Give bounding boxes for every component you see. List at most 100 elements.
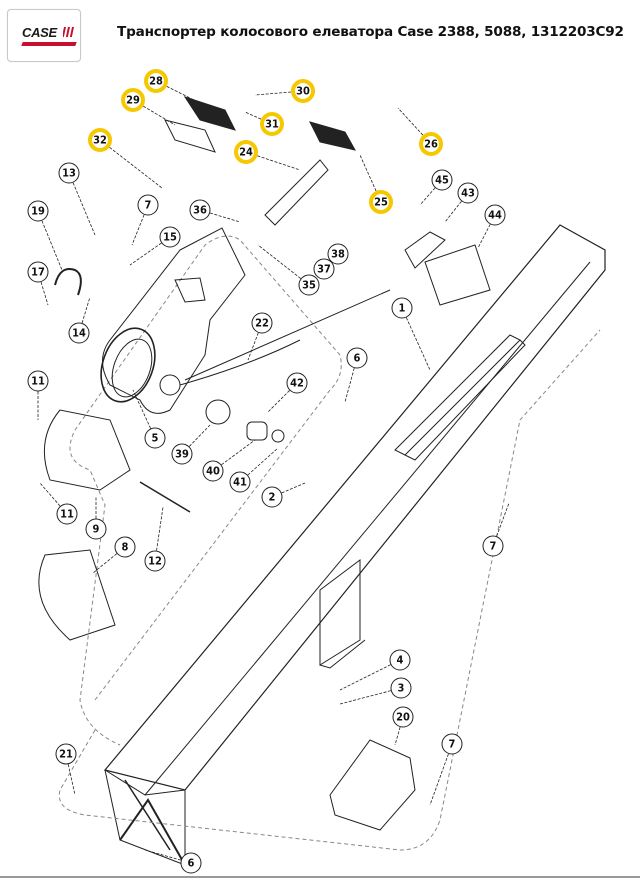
callout-label: 21: [59, 748, 73, 761]
callout-37: 37: [313, 258, 335, 280]
leader-line: [267, 390, 290, 413]
callout-circle: [327, 243, 349, 265]
bracket-44: [424, 244, 491, 306]
callout-circle: [144, 550, 166, 572]
callout-17: 17: [27, 261, 49, 306]
leader-line: [344, 368, 355, 403]
callout-circle: [56, 503, 78, 525]
leader-line: [209, 212, 241, 223]
callout-9: 9: [85, 496, 107, 540]
leader-line: [144, 849, 182, 861]
callout-label: 6: [188, 857, 195, 870]
callout-label: 11: [60, 508, 74, 521]
elevator-tube: [103, 224, 606, 866]
callout-label: 8: [122, 541, 129, 554]
leader-line: [247, 332, 259, 361]
leader-line: [92, 553, 118, 574]
leader-line: [244, 111, 262, 120]
leader-line: [131, 214, 145, 246]
callout-label: 6: [354, 352, 361, 365]
leader-line: [477, 224, 491, 249]
callout-label: 7: [449, 738, 456, 751]
callout-label: 19: [31, 205, 45, 218]
callout-label: 36: [193, 204, 207, 217]
callout-circle: [189, 199, 211, 221]
callout-circle: [261, 486, 283, 508]
leader-line: [444, 200, 462, 223]
leader-line: [41, 220, 63, 271]
callout-circle: [298, 274, 320, 296]
leader-line: [156, 506, 164, 551]
leader-line: [405, 317, 431, 371]
callout-label: 2: [269, 491, 276, 504]
callout-circle: [286, 372, 308, 394]
callout-circle: [251, 312, 273, 334]
callout-8: 8: [92, 536, 136, 574]
callout-label: 22: [255, 317, 269, 330]
callout-circle: [313, 258, 335, 280]
shield-9: [43, 409, 131, 491]
callout-circle: [137, 194, 159, 216]
callout-label: 5: [152, 432, 159, 445]
callout-39: 39: [171, 424, 211, 465]
leader-line: [189, 424, 211, 447]
callout-14: 14: [68, 296, 91, 344]
callout-circle: [482, 535, 504, 557]
callout-4: 4: [339, 649, 411, 691]
callout-label: 39: [175, 448, 189, 461]
callout-circle: [159, 226, 181, 248]
callout-circle: [27, 370, 49, 392]
callout-41: 41: [229, 447, 279, 493]
callout-label: 30: [296, 85, 310, 98]
callout-circle: [229, 471, 251, 493]
callout-label: 43: [461, 187, 475, 200]
leader-line: [109, 147, 163, 189]
callout-circle: [431, 169, 453, 191]
callout-20: 20: [392, 706, 414, 746]
callout-circle: [441, 733, 463, 755]
plate-28: [183, 96, 236, 131]
callout-3: 3: [339, 677, 412, 705]
leader-line: [254, 91, 292, 96]
callout-label: 4: [397, 654, 404, 667]
callout-label: 15: [163, 231, 177, 244]
leader-line: [143, 105, 176, 126]
page-title: Транспортер колосового елеватора Case 23…: [117, 24, 624, 40]
callout-circle: [121, 88, 145, 112]
callout-circle: [392, 706, 414, 728]
callout-circle: [27, 200, 49, 222]
callout-22: 22: [247, 312, 273, 361]
callout-25: 25: [359, 154, 393, 214]
callout-circle: [390, 677, 412, 699]
callout-label: 28: [149, 75, 163, 88]
callout-24: 24: [234, 140, 301, 171]
strip-29: [164, 119, 216, 153]
leader-line: [394, 726, 401, 746]
callout-circle: [88, 128, 112, 152]
callout-label: 9: [93, 523, 100, 536]
logo-bars-icon: [63, 27, 74, 37]
callout-label: 25: [374, 196, 388, 209]
callout-label: 44: [488, 209, 502, 222]
callout-circle: [114, 536, 136, 558]
callout-1: 1: [391, 297, 431, 371]
callout-36: 36: [189, 199, 241, 223]
callout-label: 14: [72, 327, 86, 340]
callout-6: 6: [144, 849, 202, 874]
callout-13: 13: [58, 162, 96, 236]
bottom-divider: [0, 876, 640, 878]
logo-text: CASE: [22, 25, 57, 40]
plate-43: [404, 231, 446, 269]
callout-40: 40: [202, 439, 256, 482]
callout-circle: [55, 743, 77, 765]
sprocket-39: [205, 399, 231, 425]
callout-label: 1: [399, 302, 406, 315]
callout-29: 29: [121, 88, 176, 126]
callout-19: 19: [27, 200, 63, 271]
callout-7: 7: [131, 194, 159, 246]
callout-label: 17: [31, 266, 45, 279]
callout-label: 24: [239, 146, 253, 159]
callout-38: 38: [327, 243, 349, 265]
cover-20: [329, 739, 416, 831]
callout-label: 35: [302, 279, 316, 292]
